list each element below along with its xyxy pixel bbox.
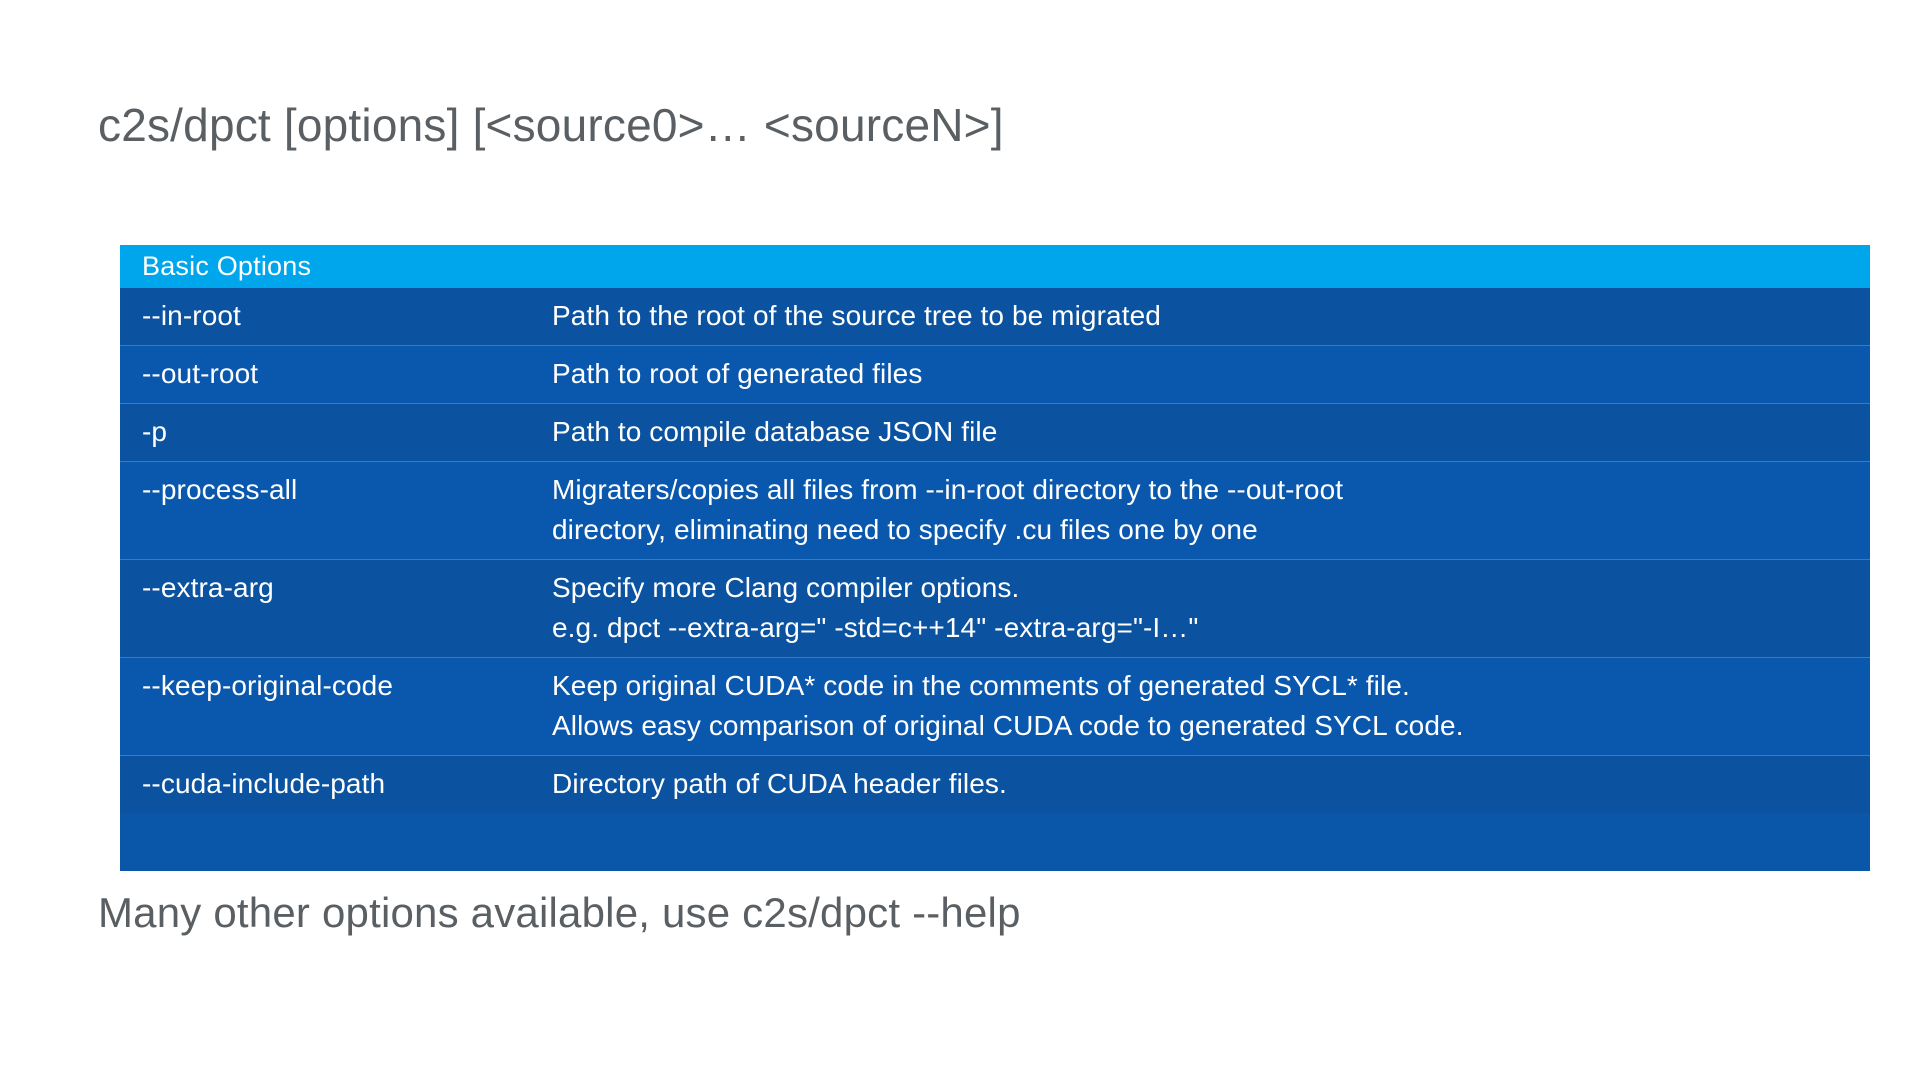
option-flag: --out-root [142,358,259,389]
option-flag: --process-all [142,474,298,505]
option-flag: --extra-arg [142,572,274,603]
table-row: --process-all Migraters/copies all files … [120,461,1870,559]
option-flag: --cuda-include-path [142,768,386,799]
table-row: --in-root Path to the root of the source … [120,288,1870,345]
option-description-line: Specify more Clang compiler options. [552,572,1020,603]
table-row: -p Path to compile database JSON file [120,403,1870,461]
page-title: c2s/dpct [options] [<source0>… <sourceN>… [98,99,1004,151]
basic-options-table: Basic Options --in-root Path to the root … [120,245,1870,871]
option-description: Path to the root of the source tree to b… [552,296,1870,336]
option-description-line: Migraters/copies all files from --in-roo… [552,474,1344,505]
table-row: --keep-original-code Keep original CUDA* … [120,657,1870,755]
table-header-label: Basic Options [142,251,312,281]
footer-note: Many other options available, use c2s/dp… [98,889,1021,936]
option-description: Migraters/copies all files from --in-roo… [552,470,1870,550]
option-description: Path to root of generated files [552,354,1870,394]
option-description: Path to compile database JSON file [552,412,1870,452]
option-description-line: Keep original CUDA* code in the comments… [552,670,1410,701]
option-description-line: e.g. dpct --extra-arg=" -std=c++14" -ext… [552,612,1199,643]
option-description-line: Path to compile database JSON file [552,416,998,447]
option-description: Directory path of CUDA header files. [552,764,1870,804]
option-description-line: directory, eliminating need to specify .… [552,514,1258,545]
option-description-line: Path to the root of the source tree to b… [552,300,1161,331]
option-description-line: Allows easy comparison of original CUDA … [552,710,1464,741]
table-row: --out-root Path to root of generated file… [120,345,1870,403]
table-body: --in-root Path to the root of the source … [120,288,1870,871]
option-flag: -p [142,416,168,447]
option-flag: --keep-original-code [142,670,394,701]
table-row: --extra-arg Specify more Clang compiler o… [120,559,1870,657]
option-description-line: Path to root of generated files [552,358,923,389]
option-description-line: Directory path of CUDA header files. [552,768,1007,799]
option-description: Keep original CUDA* code in the comments… [552,666,1870,746]
option-description: Specify more Clang compiler options. e.g.… [552,568,1870,648]
table-header: Basic Options [120,245,1870,288]
option-flag: --in-root [142,300,241,331]
table-row: --cuda-include-path Directory path of CUD… [120,755,1870,813]
